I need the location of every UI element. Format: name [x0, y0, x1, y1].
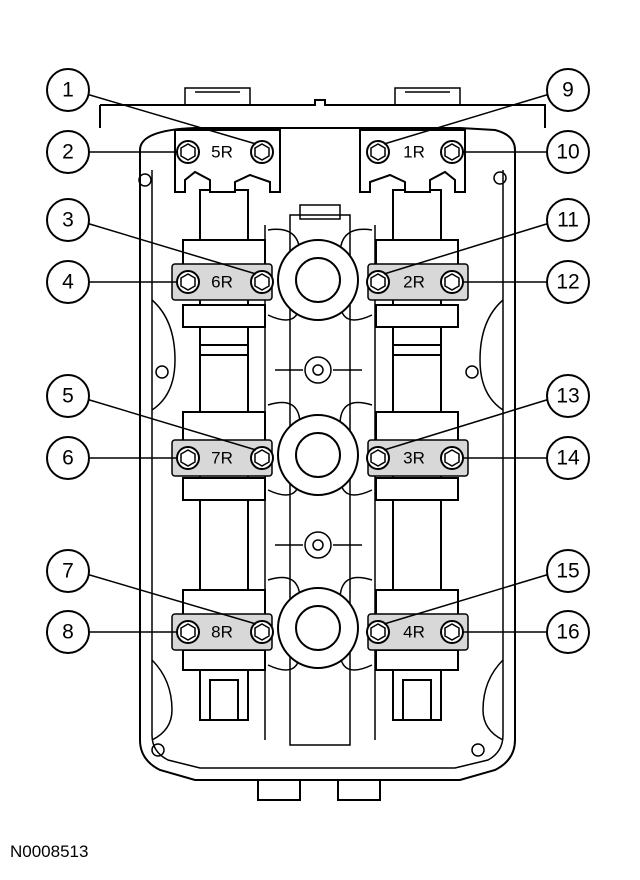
callout-12: 12: [546, 260, 590, 304]
bolt-7: [250, 620, 274, 644]
bolt-8: [176, 620, 200, 644]
svg-text:9: 9: [562, 79, 574, 102]
cap-label-7r: 7R: [211, 449, 233, 468]
bolt-4: [176, 270, 200, 294]
svg-text:8: 8: [62, 621, 74, 644]
svg-text:6: 6: [62, 447, 74, 470]
cap-label-5r: 5R: [211, 143, 233, 162]
bolt-2: [176, 140, 200, 164]
svg-text:3: 3: [62, 209, 74, 232]
bolt-3: [250, 270, 274, 294]
center-valley: [264, 204, 376, 746]
callout-1: 1: [46, 68, 90, 112]
cap-label-3r: 3R: [403, 449, 425, 468]
callout-3: 3: [46, 198, 90, 242]
svg-text:14: 14: [556, 447, 580, 470]
bolt-6: [176, 446, 200, 470]
bolt-11: [366, 270, 390, 294]
bolt-9: [366, 140, 390, 164]
svg-text:12: 12: [556, 271, 579, 294]
bolts: [176, 140, 464, 644]
svg-text:1: 1: [62, 79, 74, 102]
bolt-13: [366, 446, 390, 470]
cap-label-8r: 8R: [211, 623, 233, 642]
callout-2: 2: [46, 130, 90, 174]
callout-6: 6: [46, 436, 90, 480]
bolt-16: [440, 620, 464, 644]
svg-text:7: 7: [62, 560, 74, 583]
svg-text:13: 13: [556, 385, 579, 408]
cap-label-6r: 6R: [211, 273, 233, 292]
callouts: 1 2 3 4 5 6 7 8 9 10 11 12 13 14 15 16: [46, 68, 590, 654]
bolt-1: [250, 140, 274, 164]
callout-8: 8: [46, 610, 90, 654]
leader-lines: [82, 92, 554, 633]
svg-text:11: 11: [557, 209, 579, 232]
bolt-5: [250, 446, 274, 470]
callout-7: 7: [46, 549, 90, 593]
svg-text:16: 16: [556, 621, 579, 644]
figure-id: N0008513: [10, 842, 89, 861]
svg-text:5: 5: [62, 385, 74, 408]
svg-text:15: 15: [556, 560, 579, 583]
bolt-10: [440, 140, 464, 164]
cylinder-head: [99, 87, 546, 801]
callout-9: 9: [546, 68, 590, 112]
cap-labels: 5R 6R 7R 8R 1R 2R 3R 4R: [211, 143, 425, 642]
callout-16: 16: [546, 610, 590, 654]
callout-5: 5: [46, 374, 90, 418]
bolt-12: [440, 270, 464, 294]
callout-14: 14: [546, 436, 590, 480]
bolt-15: [366, 620, 390, 644]
callout-11: 11: [546, 198, 590, 242]
camshaft-caps: [171, 263, 469, 651]
callout-10: 10: [546, 130, 590, 174]
callout-13: 13: [546, 374, 590, 418]
svg-text:2: 2: [62, 141, 74, 164]
svg-text:4: 4: [62, 271, 74, 294]
cap-label-2r: 2R: [403, 273, 425, 292]
cap-label-4r: 4R: [403, 623, 425, 642]
callout-15: 15: [546, 549, 590, 593]
svg-text:10: 10: [556, 141, 579, 164]
cap-label-1r: 1R: [403, 143, 425, 162]
bolt-14: [440, 446, 464, 470]
callout-4: 4: [46, 260, 90, 304]
